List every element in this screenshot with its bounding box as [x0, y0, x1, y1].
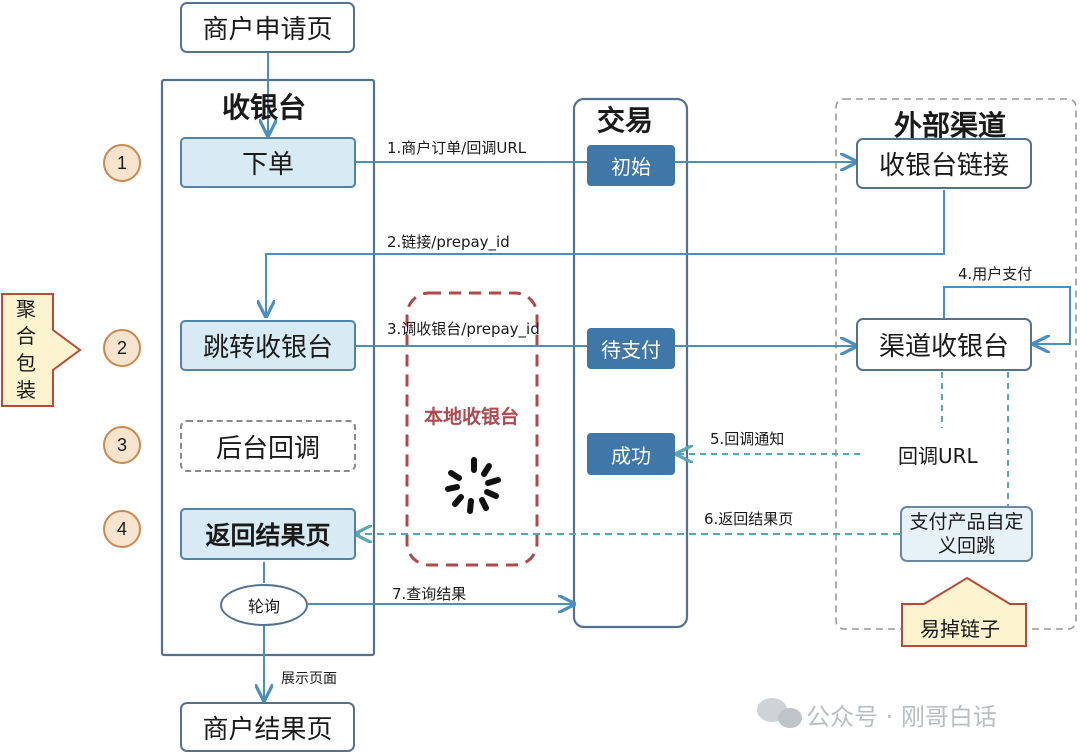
trade-state-success: 成功: [587, 433, 675, 475]
step-marker-3: 3: [103, 426, 141, 464]
arrow-5-label: 5.回调通知: [710, 430, 785, 448]
arrow-4-label: 4.用户支付: [958, 265, 1033, 283]
trade-state-initial: 初始: [587, 145, 675, 186]
polling-ellipse: 轮询: [220, 584, 308, 626]
place-order-box: 下单: [180, 137, 356, 188]
aggregate-label: 聚合包装: [16, 297, 36, 402]
step-marker-1: 1: [103, 144, 141, 182]
return-result-box: 返回结果页: [180, 508, 356, 560]
external-title: 外部渠道: [894, 109, 1007, 142]
local-cashier-frame: [405, 291, 539, 567]
arrow-2: [266, 190, 945, 316]
trade-state-pending: 待支付: [587, 328, 675, 369]
arrow-3-label: 3.调收银台/prepay_id: [387, 320, 540, 338]
callback-url-label: 回调URL: [898, 444, 978, 468]
spinner-icon: [445, 457, 501, 514]
aggregate-arrow-shape: [1, 293, 82, 407]
cashier-title: 收银台: [222, 91, 307, 124]
cashier-link-box: 收银台链接: [856, 138, 1032, 189]
trade-lane: [572, 97, 689, 629]
channel-cashier-box: 渠道收银台: [856, 318, 1032, 371]
wechat-icon: [757, 698, 802, 728]
jump-cashier-box: 跳转收银台: [180, 320, 356, 371]
arrow-7-label: 7.查询结果: [392, 585, 467, 603]
step-marker-2: 2: [103, 329, 141, 367]
fragile-link-label: 易掉链子: [920, 617, 1000, 641]
arrow-6-label: 6.返回结果页: [704, 510, 794, 528]
arrow-1-label: 1.商户订单/回调URL: [387, 139, 527, 157]
merchant-apply-box: 商户申请页: [180, 2, 355, 53]
show-page-label: 展示页面: [281, 671, 337, 687]
step-marker-4: 4: [103, 510, 141, 548]
merchant-result-box: 商户结果页: [180, 702, 355, 752]
external-lane: [835, 98, 1077, 630]
local-cashier-title: 本地收银台: [424, 406, 520, 428]
arrow-2-label: 2.链接/prepay_id: [387, 233, 510, 251]
custom-redirect-box: 支付产品自定义回跳: [900, 506, 1033, 562]
fragile-arrow-shape: [901, 576, 1027, 647]
backend-callback-box: 后台回调: [180, 420, 356, 472]
watermark-text: 公众号 · 刚哥白话: [806, 703, 997, 731]
arrow-4: [943, 286, 1071, 344]
trade-title: 交易: [597, 104, 654, 137]
